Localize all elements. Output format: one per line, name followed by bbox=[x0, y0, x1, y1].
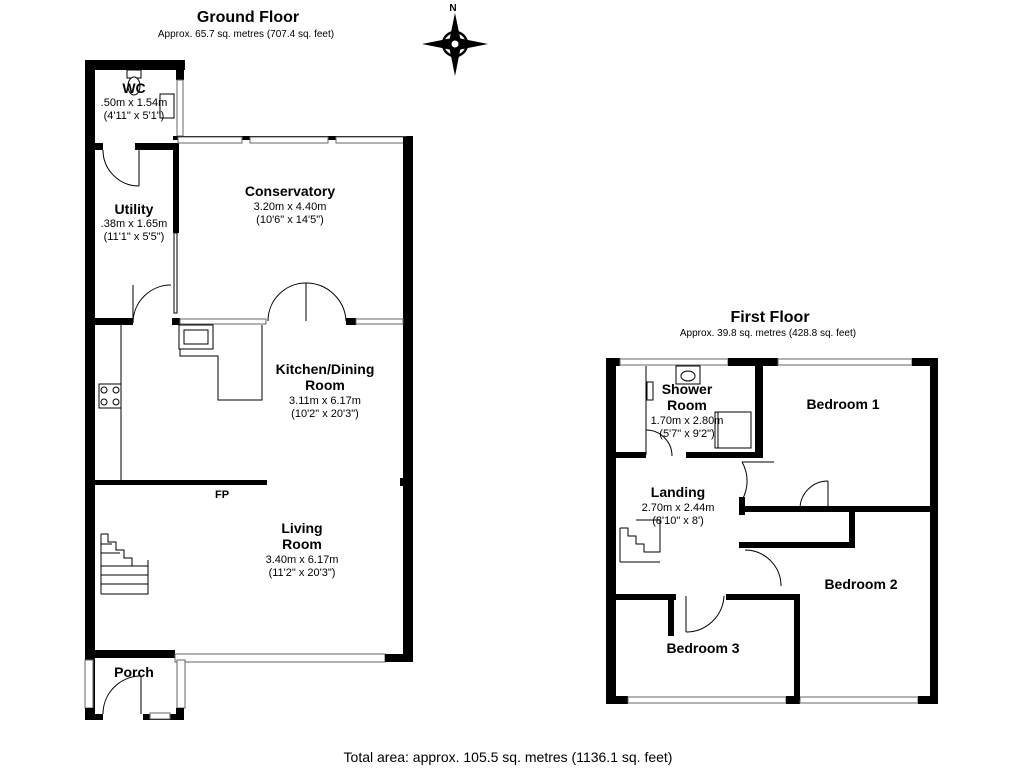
bedroom-1-label: Bedroom 1 bbox=[806, 396, 879, 412]
kitchen-label-line2: Room bbox=[305, 377, 345, 393]
staircase-icon bbox=[100, 533, 149, 595]
bedroom-3-label: Bedroom 3 bbox=[666, 640, 739, 656]
conservatory-label: Conservatory bbox=[245, 183, 335, 199]
utility-dim-ft: (11'1" x 5'5") bbox=[104, 231, 165, 243]
ground-floor-area: Approx. 65.7 sq. metres (707.4 sq. feet) bbox=[158, 29, 334, 40]
staircase-icon bbox=[619, 519, 661, 563]
ground-floor-fixtures bbox=[98, 69, 347, 715]
wc-dim-m: .50m x 1.54m bbox=[101, 97, 168, 109]
first-floor-fixtures bbox=[619, 365, 829, 633]
landing-dim-m: 2.70m x 2.44m bbox=[642, 502, 715, 514]
bedroom-2-label: Bedroom 2 bbox=[824, 576, 897, 592]
kitchen-dim-m: 3.11m x 6.17m bbox=[289, 395, 361, 407]
kitchen-label-line1: Kitchen/Dining bbox=[276, 361, 375, 377]
shower-room-label-line2: Room bbox=[667, 397, 707, 413]
first-floor-walls bbox=[606, 358, 938, 704]
compass-north-label: N bbox=[449, 3, 456, 14]
living-label-line1: Living bbox=[281, 520, 322, 536]
shower-room-dim-ft: (5'7" x 9'2") bbox=[659, 428, 714, 440]
living-dim-ft: (11'2" x 20'3") bbox=[269, 567, 336, 579]
fireplace-label: FP bbox=[215, 489, 229, 501]
ground-floor-labels: WC .50m x 1.54m (4'11" x 5'1") Utility .… bbox=[101, 80, 375, 680]
landing-label: Landing bbox=[651, 484, 705, 500]
compass-rose-icon: N bbox=[422, 3, 488, 76]
porch-label: Porch bbox=[114, 664, 154, 680]
first-floor-title: First Floor bbox=[730, 309, 809, 326]
first-floor-area: Approx. 39.8 sq. metres (428.8 sq. feet) bbox=[680, 328, 856, 339]
total-area: Total area: approx. 105.5 sq. metres (11… bbox=[344, 749, 673, 765]
wc-dim-ft: (4'11" x 5'1") bbox=[104, 110, 165, 122]
first-floor-labels: Shower Room 1.70m x 2.80m (5'7" x 9'2") … bbox=[642, 381, 898, 656]
living-label-line2: Room bbox=[282, 536, 322, 552]
wc-label: WC bbox=[122, 80, 145, 96]
kitchen-dim-ft: (10'2" x 20'3") bbox=[291, 408, 359, 420]
utility-label: Utility bbox=[115, 201, 154, 217]
utility-dim-m: .38m x 1.65m bbox=[101, 218, 168, 230]
ground-floor-title: Ground Floor bbox=[197, 9, 299, 26]
ground-floor-walls bbox=[84, 60, 413, 720]
conservatory-dim-ft: (10'6" x 14'5") bbox=[256, 214, 324, 226]
conservatory-dim-m: 3.20m x 4.40m bbox=[254, 201, 327, 213]
shower-room-dim-m: 1.70m x 2.80m bbox=[651, 415, 724, 427]
living-dim-m: 3.40m x 6.17m bbox=[266, 554, 339, 566]
landing-dim-ft: (8'10" x 8') bbox=[652, 515, 704, 527]
shower-room-label-line1: Shower bbox=[662, 381, 713, 397]
